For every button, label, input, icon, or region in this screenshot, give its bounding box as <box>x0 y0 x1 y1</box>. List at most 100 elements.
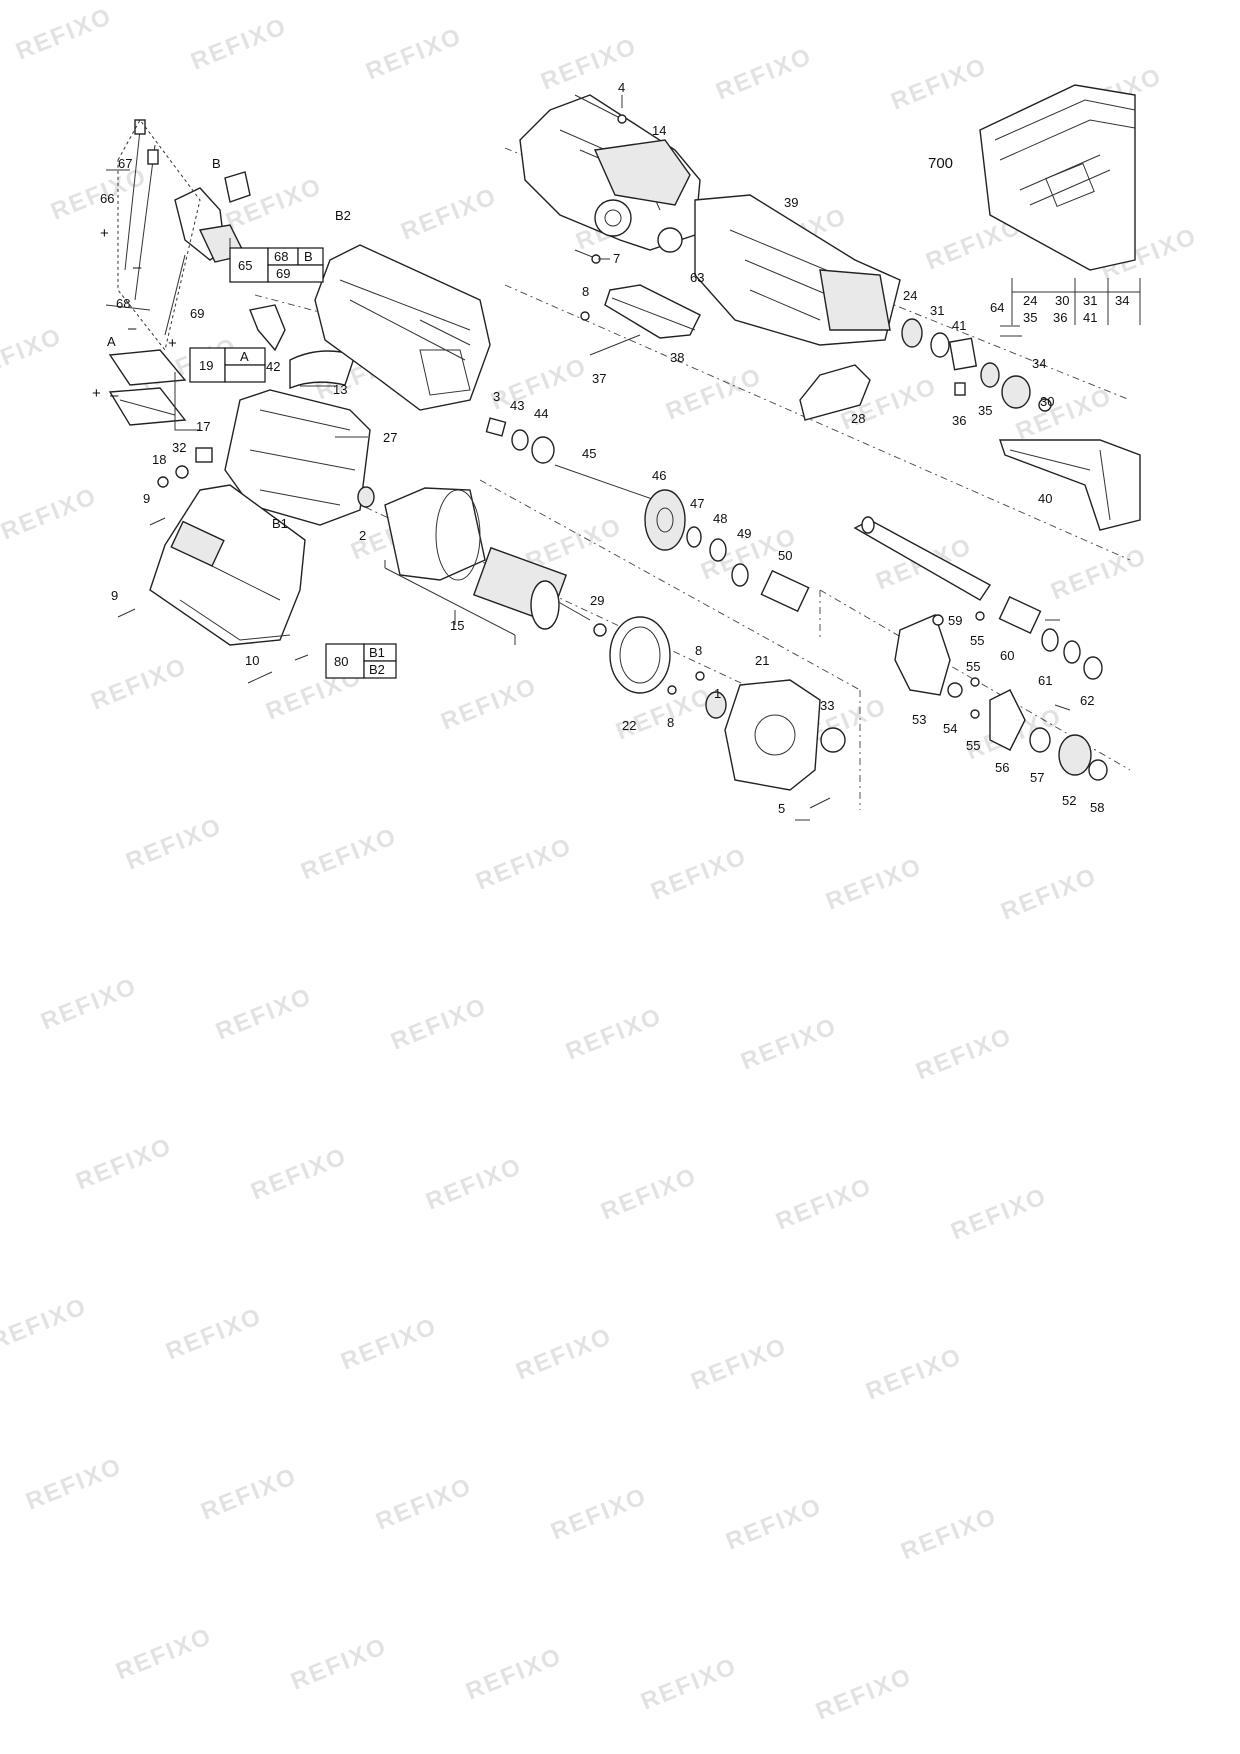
callout-44: 44 <box>534 406 548 421</box>
watermark-text: REFIXO <box>637 1653 741 1716</box>
screw-4 <box>574 94 627 124</box>
watermark-text: REFIXO <box>997 863 1101 926</box>
watermark-text: REFIXO <box>537 33 641 96</box>
terminal-plate-A <box>108 349 187 426</box>
callout-40: 40 <box>1038 491 1052 506</box>
kit-19-id: 19 <box>199 358 213 373</box>
watermark-text: REFIXO <box>247 1143 351 1206</box>
minus-mark: – <box>133 259 142 276</box>
callout-43: 43 <box>510 398 524 413</box>
motor-housing-27 <box>224 389 371 526</box>
kit-table-65: 65 68 B 69 <box>229 247 324 283</box>
kit-64-bottom-1: 36 <box>1053 310 1067 325</box>
callout-31: 31 <box>930 303 944 318</box>
callout-63: 63 <box>690 270 704 285</box>
watermark-text: REFIXO <box>737 1013 841 1076</box>
baffle-22 <box>609 616 671 694</box>
watermark-text: REFIXO <box>687 1333 791 1396</box>
watermark-text: REFIXO <box>0 323 66 386</box>
brush-holder-17 <box>157 447 213 488</box>
bearing-2 <box>357 486 375 508</box>
kit-65-r1c1: 68 <box>274 249 288 264</box>
bearings-52-57-58 <box>1029 727 1108 781</box>
callout-55-c: 55 <box>966 738 980 753</box>
pin-37 <box>589 334 641 356</box>
callout-2: 2 <box>359 528 366 543</box>
housing-half-B1 <box>149 484 306 646</box>
plus-mark: + <box>100 225 109 242</box>
watermark-text: REFIXO <box>287 1633 391 1696</box>
callout-8-lower-a: 8 <box>695 643 702 658</box>
callout-37: 37 <box>592 371 606 386</box>
watermark-text: REFIXO <box>197 1463 301 1526</box>
watermark-text: REFIXO <box>812 1663 916 1726</box>
trigger-lever-42 <box>249 304 286 352</box>
callout-45: 45 <box>582 446 596 461</box>
callout-64: 64 <box>990 300 1004 315</box>
watermark-text: REFIXO <box>397 183 501 246</box>
kit-65-r2: 69 <box>276 266 290 281</box>
callout-7: 7 <box>613 251 620 266</box>
kit-64-top-2: 31 <box>1083 293 1097 308</box>
watermark-text: REFIXO <box>887 53 991 116</box>
kit-64-top-1: 30 <box>1055 293 1069 308</box>
callout-15: 15 <box>450 618 464 633</box>
front-housing-39 <box>694 194 901 346</box>
watermark-text: REFIXO <box>947 1183 1051 1246</box>
watermark-text: REFIXO <box>772 1173 876 1236</box>
callout-5: 5 <box>778 801 785 816</box>
watermark-text: REFIXO <box>562 1003 666 1066</box>
callout-38: 38 <box>670 350 684 365</box>
sleeve-60-62 <box>998 596 1103 680</box>
watermark-text: REFIXO <box>612 683 716 746</box>
washers-3-43-44 <box>485 417 555 464</box>
callout-B2-top: B2 <box>335 208 351 223</box>
callout-1: 1 <box>714 686 721 701</box>
kit-64-top-3: 34 <box>1115 293 1129 308</box>
callout-39: 39 <box>784 195 798 210</box>
callout-49: 49 <box>737 526 751 541</box>
watermark-text: REFIXO <box>462 1643 566 1706</box>
shoe-40 <box>999 439 1141 531</box>
screw-5 <box>809 797 831 809</box>
callout-46: 46 <box>652 468 666 483</box>
callout-8-top: 8 <box>582 284 589 299</box>
callout-58: 58 <box>1090 800 1104 815</box>
callout-47: 47 <box>690 496 704 511</box>
screws-8-lower <box>667 671 727 719</box>
watermark-text: REFIXO <box>72 1133 176 1196</box>
kit-65-r1c2: B <box>304 249 313 264</box>
gear-46 <box>644 489 686 551</box>
watermark-text: REFIXO <box>112 1623 216 1686</box>
callout-27: 27 <box>383 430 397 445</box>
callout-29: 29 <box>590 593 604 608</box>
watermark-text: REFIXO <box>122 813 226 876</box>
washers-47-49 <box>686 526 749 587</box>
kit-80-id: 80 <box>334 654 348 669</box>
callout-numbers: 4 14 7 700 39 63 8 38 37 28 24 31 41 34 … <box>100 80 1104 816</box>
callout-61: 61 <box>1038 673 1052 688</box>
callout-68: 68 <box>116 296 130 311</box>
plus-mark: + <box>92 385 101 402</box>
callout-66: 66 <box>100 191 114 206</box>
watermark-text: REFIXO <box>822 853 926 916</box>
watermark-text: REFIXO <box>37 973 141 1036</box>
watermark-text: REFIXO <box>422 1153 526 1216</box>
callout-59: 59 <box>948 613 962 628</box>
kit-table-80: 80 B1 B2 <box>325 643 397 679</box>
gear-train-upper <box>901 318 1052 412</box>
watermark-text: REFIXO <box>1047 543 1151 606</box>
watermark-text: REFIXO <box>372 1473 476 1536</box>
bushing-50 <box>760 569 810 613</box>
watermark-text: REFIXO <box>712 43 816 106</box>
kit-table-64: 24 30 31 34 35 36 41 <box>1000 278 1141 337</box>
watermark-text: REFIXO <box>0 1293 91 1356</box>
watermark-text: REFIXO <box>22 1453 126 1516</box>
callout-41: 41 <box>952 318 966 333</box>
watermark-text: REFIXO <box>547 1483 651 1546</box>
watermark-text: REFIXO <box>897 1503 1001 1566</box>
watermark-text: REFIXO <box>647 843 751 906</box>
callout-3: 3 <box>493 389 500 404</box>
callout-9-lower: 9 <box>111 588 118 603</box>
